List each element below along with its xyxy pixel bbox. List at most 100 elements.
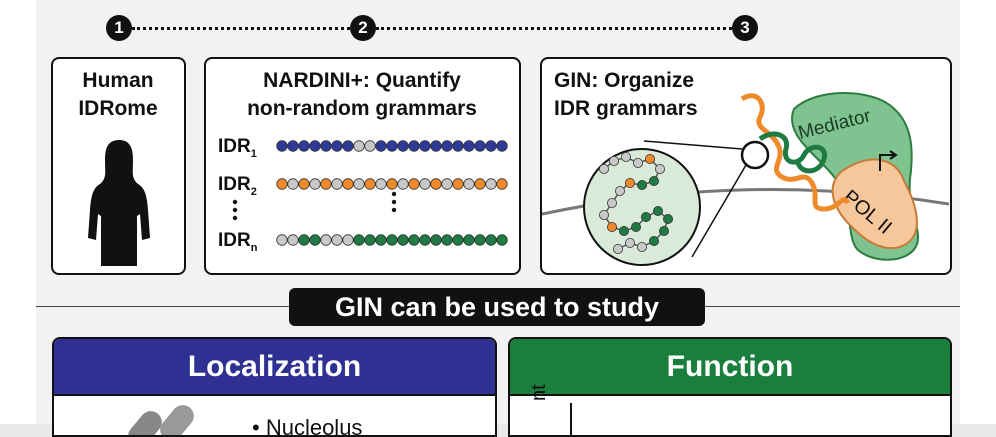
step-2-badge: 2 xyxy=(350,15,376,41)
idr-bead xyxy=(309,234,321,246)
zoomed-bead xyxy=(615,186,626,197)
human-idrome-box: Human IDRome xyxy=(51,57,186,275)
idr-bead xyxy=(430,140,442,152)
zoomed-bead xyxy=(609,156,620,167)
idr-green-segment xyxy=(758,131,828,174)
idr-bead xyxy=(452,178,464,190)
idr-row-2-label: IDR2 xyxy=(218,174,257,198)
idr-bead xyxy=(298,140,310,152)
idr-bead xyxy=(463,178,475,190)
divider-left xyxy=(36,306,289,307)
idr-bead xyxy=(276,140,288,152)
idr-bead xyxy=(320,234,332,246)
idr-bead xyxy=(331,140,343,152)
step-connector-1-2 xyxy=(132,27,350,30)
step-connector-2-3 xyxy=(376,27,732,30)
zoomed-bead xyxy=(645,154,656,165)
localization-item: • Nucleolus xyxy=(252,415,362,437)
idr-bead xyxy=(309,140,321,152)
idr-bead xyxy=(353,140,365,152)
human-silhouette-icon xyxy=(88,140,150,266)
idr-row-1-label: IDR1 xyxy=(218,136,257,160)
idr-bead xyxy=(331,178,343,190)
idr-bead xyxy=(386,234,398,246)
zoomed-bead xyxy=(663,213,674,224)
zoomed-idr-circle xyxy=(583,148,701,266)
idr-bead xyxy=(298,178,310,190)
zoomed-idr-chain xyxy=(599,152,674,254)
idr-bead xyxy=(331,234,343,246)
idr-bead xyxy=(287,140,299,152)
idr-bead xyxy=(375,234,387,246)
idr-bead xyxy=(287,178,299,190)
idr-bead xyxy=(386,178,398,190)
idr-bead xyxy=(474,234,486,246)
idr-bead xyxy=(408,140,420,152)
zoomed-bead xyxy=(655,164,666,175)
idr-bead xyxy=(364,178,376,190)
zoomed-bead xyxy=(607,197,618,208)
idr-orange-segment xyxy=(740,93,851,212)
gin-schematic: Mediator POL II xyxy=(542,92,949,266)
idr-bead xyxy=(485,140,497,152)
idr-bead-rows xyxy=(276,140,508,246)
idr-bead xyxy=(408,234,420,246)
idr-bead xyxy=(496,178,508,190)
idr-bead xyxy=(474,178,486,190)
polii-complex xyxy=(831,158,918,250)
box1-title-line2: IDRome xyxy=(78,97,158,120)
idr-bead xyxy=(430,234,442,246)
idr-2-bead-chain xyxy=(276,178,508,190)
idr-bead xyxy=(320,178,332,190)
idr-bead xyxy=(353,178,365,190)
idr-bead xyxy=(419,234,431,246)
zoomed-bead xyxy=(599,164,610,175)
zoomed-bead xyxy=(649,176,660,187)
idr-bead xyxy=(342,234,354,246)
localization-header: Localization xyxy=(54,339,495,396)
idr-bead xyxy=(375,140,387,152)
zoomed-bead xyxy=(613,243,624,254)
box3-title-line2: IDR grammars xyxy=(554,97,698,120)
idr-bead xyxy=(375,178,387,190)
idr-bead xyxy=(309,178,321,190)
right-margin xyxy=(960,0,996,424)
gin-box: GIN: Organize IDR grammars Mediator POL … xyxy=(540,57,952,275)
zoomed-bead xyxy=(599,209,610,220)
idr-bead xyxy=(496,234,508,246)
function-header: Function xyxy=(510,339,950,396)
box2-title-line1: NARDINI+: Quantify xyxy=(263,69,461,92)
idr-bead xyxy=(441,140,453,152)
idr-bead xyxy=(485,178,497,190)
idr-bead xyxy=(419,140,431,152)
idr-bead xyxy=(463,140,475,152)
zoom-lens-icon xyxy=(740,140,770,170)
idr-bead xyxy=(342,140,354,152)
function-card: Function nt xyxy=(508,337,952,437)
idr-bead xyxy=(430,178,442,190)
idr-bead xyxy=(386,140,398,152)
bullet-icon: • xyxy=(252,415,266,437)
zoomed-bead xyxy=(621,152,632,163)
idr-bead xyxy=(298,234,310,246)
idr-bead xyxy=(353,234,365,246)
idr-bead xyxy=(463,234,475,246)
idr-bead xyxy=(452,234,464,246)
zoomed-bead xyxy=(653,205,664,216)
idr-bead xyxy=(408,178,420,190)
zoomed-bead xyxy=(633,158,644,169)
idr-bead xyxy=(452,140,464,152)
zoomed-bead xyxy=(641,211,652,222)
zoomed-bead xyxy=(607,221,618,232)
nardini-box: NARDINI+: Quantify non-random grammars I… xyxy=(204,57,521,275)
study-banner: GIN can be used to study xyxy=(289,288,705,326)
idr-row-n-label: IDRn xyxy=(218,230,258,254)
idr-bead xyxy=(419,178,431,190)
zoomed-bead xyxy=(625,178,636,189)
idr-bead xyxy=(397,178,409,190)
zoomed-bead xyxy=(625,237,636,248)
function-axis-fragment: nt xyxy=(528,384,550,401)
idr-bead xyxy=(441,178,453,190)
ellipsis-vertical-icon xyxy=(232,199,238,221)
